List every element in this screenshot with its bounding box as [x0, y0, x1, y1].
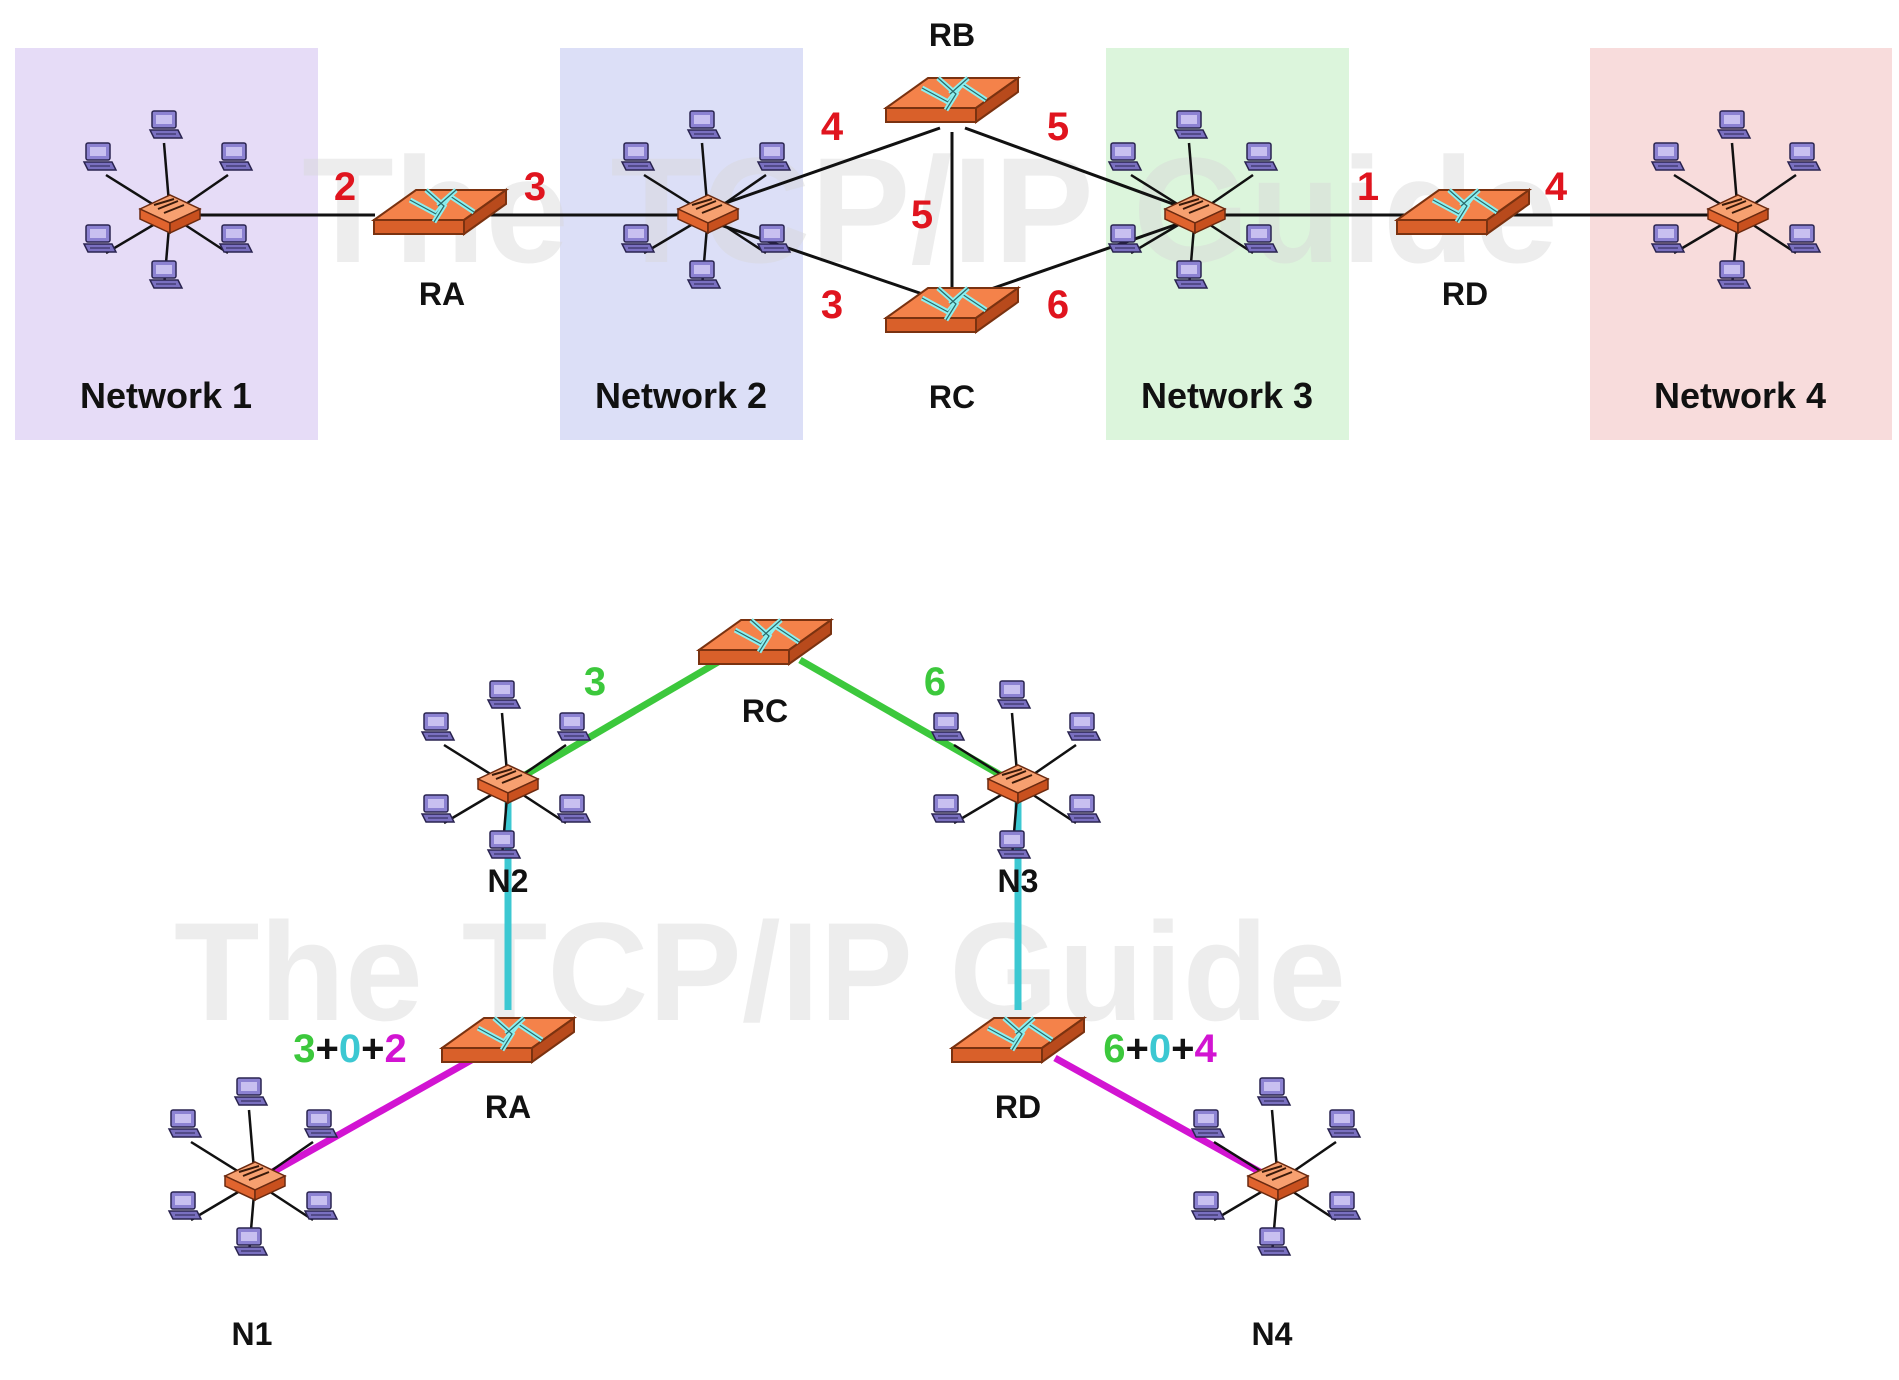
link-rc-n3: [964, 216, 1196, 300]
n3-hub: [932, 681, 1100, 858]
cost-rd-n3: 1: [1357, 165, 1379, 209]
link-rd-n4: [1053, 1054, 1280, 1186]
path-cost-right: 6+0+4: [1103, 1027, 1217, 1071]
link-n2-rc: [699, 216, 941, 302]
watermark-bottom: The TCP/IP Guide: [174, 893, 1346, 1050]
bottom-diagram: The TCP/IP Guide RC N2 N3 RA RD N1 N4 3 …: [169, 620, 1360, 1352]
router-rd-label: RD: [995, 1089, 1041, 1125]
watermark-top: The TCP/IP Guide: [302, 126, 1558, 294]
cost-rc-n3: 6: [1047, 283, 1069, 327]
n4-label: N4: [1252, 1316, 1293, 1352]
cost-rc-n2: 3: [821, 283, 843, 327]
router-rb: [886, 78, 1018, 122]
link-ra-n1: [253, 1054, 477, 1186]
link-rc-n3: [798, 656, 1020, 789]
path-cost-right-n3: 0: [1149, 1027, 1171, 1071]
router-ra-label: RA: [485, 1089, 531, 1125]
plus-sign: +: [316, 1027, 339, 1071]
router-rc-label: RC: [742, 693, 788, 729]
router-rc-label: RC: [929, 379, 975, 415]
router-rc: [699, 620, 831, 664]
network-2-label: Network 2: [595, 375, 767, 416]
network-1-label: Network 1: [80, 375, 252, 416]
router-rd-label: RD: [1442, 276, 1488, 312]
n3-label: N3: [998, 863, 1039, 899]
plus-sign: +: [1171, 1027, 1194, 1071]
path-cost-left-n2: 0: [339, 1027, 361, 1071]
cost-rb-n2: 4: [821, 105, 844, 149]
path-cost-left-rc: 3: [293, 1027, 315, 1071]
network-3-label: Network 3: [1141, 375, 1313, 416]
n1-label: N1: [232, 1316, 273, 1352]
cost-rb-rc: 5: [911, 193, 933, 237]
path-cost-left-ra: 2: [384, 1027, 406, 1071]
path-cost-right-rc: 6: [1103, 1027, 1125, 1071]
router-rb-label: RB: [929, 17, 975, 53]
path-cost-right-rd: 4: [1194, 1027, 1217, 1071]
cost-rd-n4: 4: [1545, 165, 1568, 209]
plus-sign: +: [361, 1027, 384, 1071]
n4-hub: [1192, 1078, 1360, 1255]
router-ra-label: RA: [419, 276, 465, 312]
link-n2-rb: [699, 126, 941, 214]
cost-rb-n3: 5: [1047, 105, 1069, 149]
n2-label: N2: [488, 863, 529, 899]
link-n2-rc: [506, 651, 732, 789]
n2-hub: [422, 681, 590, 858]
cost-rc-n3: 6: [924, 660, 946, 704]
plus-sign: +: [1126, 1027, 1149, 1071]
cost-rc-n2: 3: [584, 660, 606, 704]
cost-ra-n2: 3: [524, 165, 546, 209]
network-4-label: Network 4: [1654, 375, 1826, 416]
link-rb-n3: [964, 126, 1196, 214]
top-diagram: The TCP/IP Guide Network 1 Network 2 Net…: [15, 17, 1892, 440]
path-cost-left: 3+0+2: [293, 1027, 406, 1071]
router-rc: [886, 288, 1018, 332]
n1-hub: [169, 1078, 337, 1255]
cost-ra-n1: 2: [334, 165, 356, 209]
